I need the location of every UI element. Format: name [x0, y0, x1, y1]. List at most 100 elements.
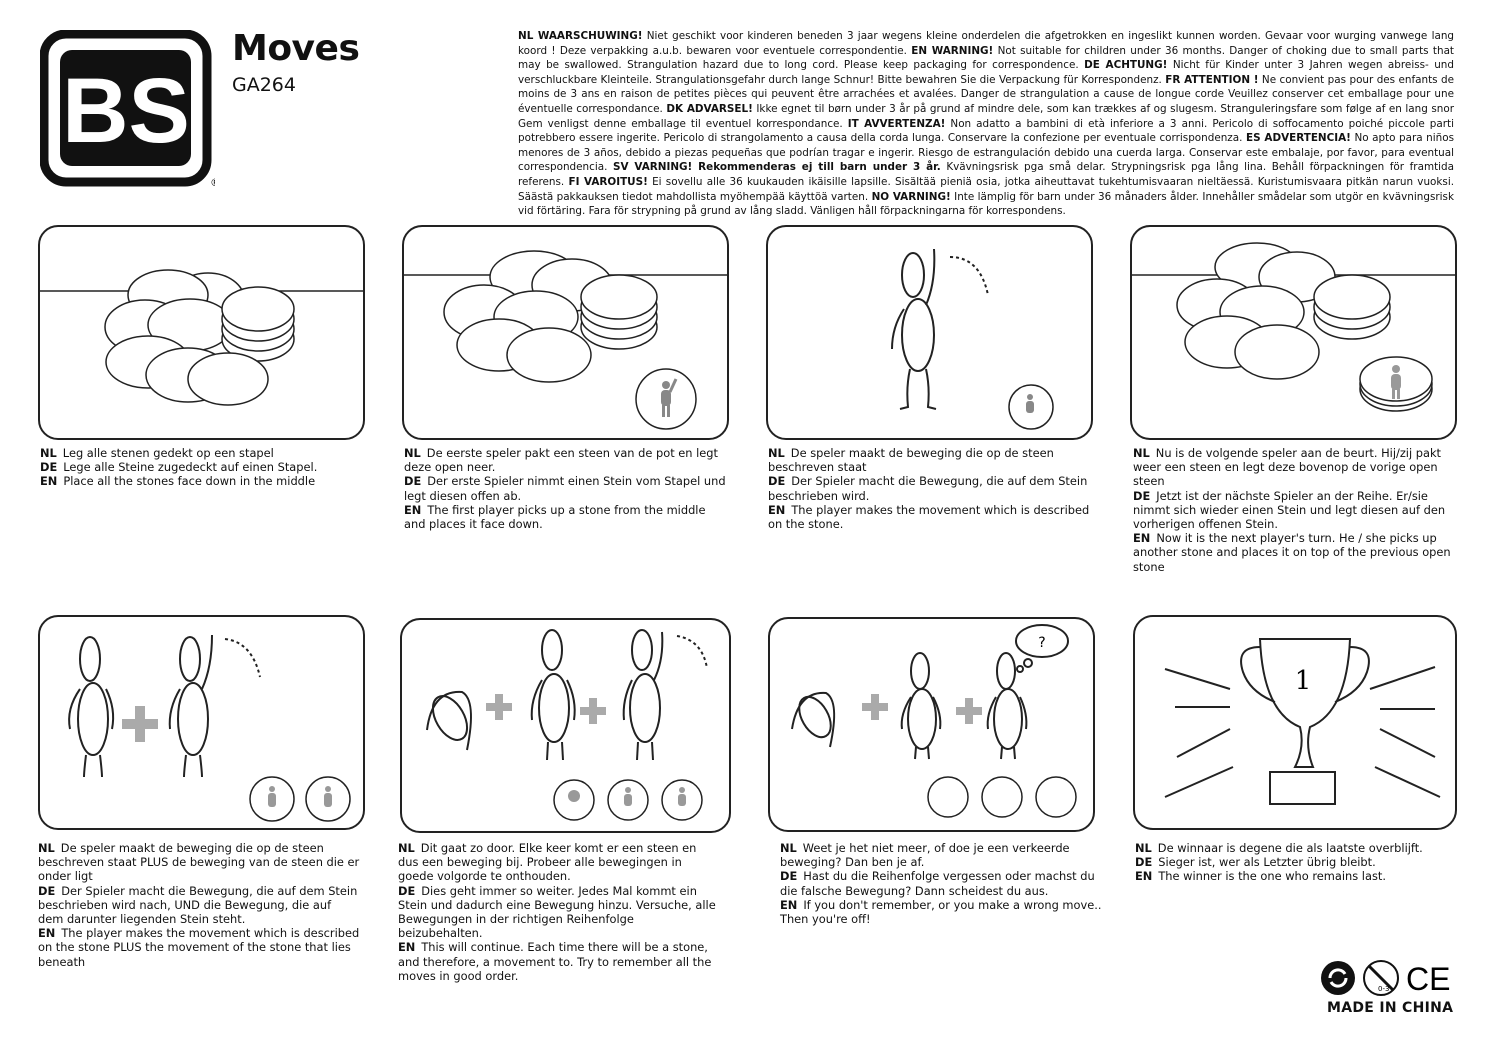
step-3-illustration: [766, 225, 1093, 440]
step-5-illustration: [38, 615, 365, 830]
language-label: NL: [780, 841, 797, 855]
caption-text: Dies geht immer so weiter. Jedes Mal kom…: [398, 883, 716, 941]
compliance-symbols: 0-3 CE: [1321, 960, 1450, 997]
caption-en: EN The winner is the one who remains last…: [1135, 869, 1455, 883]
trophy-icon: 1: [1164, 638, 1441, 805]
caption-text: De winnaar is degene die als laatste ove…: [1157, 841, 1423, 855]
step-7-illustration: ?: [768, 617, 1095, 832]
svg-text:?: ?: [1038, 635, 1045, 651]
warning-text: Ikke egnet til børn under 3 år på grund …: [518, 102, 1454, 130]
warning-language-label: FR ATTENTION !: [1165, 73, 1259, 86]
caption-text: Now it is the next player's turn. He / s…: [1133, 531, 1451, 574]
svg-text:®: ®: [210, 176, 215, 188]
warning-language-label: SV VARNING! Rekommenderas ej till barn u…: [612, 161, 941, 174]
language-label: EN: [404, 502, 422, 517]
made-in-label: MADE IN CHINA: [1327, 1000, 1454, 1016]
step-8-illustration: 1: [1133, 615, 1457, 830]
caption-text: The first player picks up a stone from t…: [404, 502, 706, 532]
language-label: NL: [404, 446, 421, 460]
language-label: NL: [1135, 841, 1152, 855]
warning-language-label: IT AVVERTENZA!: [847, 117, 946, 130]
language-label: EN: [40, 474, 58, 489]
language-label: EN: [398, 940, 416, 955]
svg-text:BS: BS: [62, 60, 190, 162]
language-label: DE: [768, 474, 786, 489]
stick-figure-icon: [68, 634, 351, 822]
warning-text: Ne convient pas pour des enfants de moin…: [518, 73, 1454, 115]
warning-text: Not suitable for children under 36 month…: [518, 44, 1455, 72]
caption-text: This will continue. Each time there will…: [398, 940, 712, 983]
recycle-icon: [1321, 961, 1355, 995]
warning-text: Niet geschikt voor kinderen beneden 3 ja…: [518, 30, 1454, 57]
language-label: DE: [404, 474, 422, 489]
product-code: GA264: [232, 74, 296, 96]
stick-figure-icon: [426, 629, 708, 821]
caption-text: Weet je het niet meer, of doe je een ver…: [780, 841, 1070, 870]
language-label: EN: [38, 926, 56, 941]
warning-text: Nicht für Kinder unter 3 Jahren wegen ab…: [518, 59, 1454, 86]
language-label: EN: [780, 897, 798, 912]
caption-text: Lege alle Steine zugedeckt auf einen Sta…: [63, 460, 318, 475]
caption-text: De eerste speler pakt een steen van de p…: [404, 446, 719, 475]
stone-stack-icon: [404, 250, 727, 430]
caption-text: Place all the stones face down in the mi…: [63, 474, 316, 489]
page-title: Moves: [232, 28, 360, 69]
language-label: EN: [768, 502, 786, 517]
step-8-caption: NL De winnaar is degene die als laatste o…: [1135, 841, 1455, 884]
warning-language-label: FI VAROITUS!: [568, 175, 648, 188]
warning-text: Kvävningsrisk pga små delar. Strypningsr…: [518, 161, 1454, 188]
caption-text: Der Spieler macht die Bewegung, die auf …: [38, 883, 358, 927]
step-2-illustration: [402, 225, 729, 440]
warning-language-label: DE ACHTUNG!: [1084, 59, 1168, 72]
caption-text: Der erste Spieler nimmt einen Stein vom …: [404, 474, 726, 503]
caption-de: DE Sieger ist, wer als Letzter übrig blei…: [1135, 855, 1455, 869]
safety-warning: NL WAARSCHUWING! Niet geschikt voor kind…: [518, 29, 1454, 219]
language-label: DE: [780, 869, 798, 884]
caption-text: Dit gaat zo door. Elke keer komt er een …: [398, 841, 697, 884]
warning-text: Non adatto a bambini di età inferiore a …: [518, 117, 1455, 145]
language-label: DE: [38, 883, 56, 898]
age-warning-icon: 0-3: [1363, 960, 1399, 996]
language-label: EN: [1135, 869, 1153, 884]
language-label: NL: [1133, 446, 1150, 460]
warning-text: Ei sovellu alle 36 kuukauden ikäisille l…: [518, 175, 1455, 203]
brand-logo: BS ®: [40, 30, 215, 188]
language-label: NL: [398, 841, 415, 855]
warning-text: No apto para niños menores de 3 años, de…: [518, 132, 1454, 174]
caption-text: The winner is the one who remains last.: [1158, 869, 1386, 884]
ce-icon: CE: [1406, 961, 1450, 997]
caption-text: De speler maakt de beweging die op de st…: [38, 841, 360, 884]
caption-text: Sieger ist, wer als Letzter übrig bleibt…: [1158, 855, 1376, 870]
warning-language-label: ES ADVERTENCIA!: [1245, 132, 1351, 145]
svg-text:0-3: 0-3: [1378, 985, 1389, 993]
warning-language-label: DK ADVARSEL!: [666, 102, 753, 115]
stone-stack-icon: [1132, 242, 1455, 412]
caption-text: Hast du die Reihenfolge vergessen oder m…: [780, 869, 1095, 898]
language-label: DE: [1135, 855, 1153, 870]
warning-language-label: NL WAARSCHUWING!: [518, 30, 643, 42]
warning-language-label: NO VARNING!: [871, 190, 951, 203]
svg-text:1: 1: [1295, 666, 1312, 696]
caption-text: The player makes the movement which is d…: [38, 926, 360, 969]
caption-text: Leg alle stenen gedekt op een stapel: [62, 446, 274, 460]
